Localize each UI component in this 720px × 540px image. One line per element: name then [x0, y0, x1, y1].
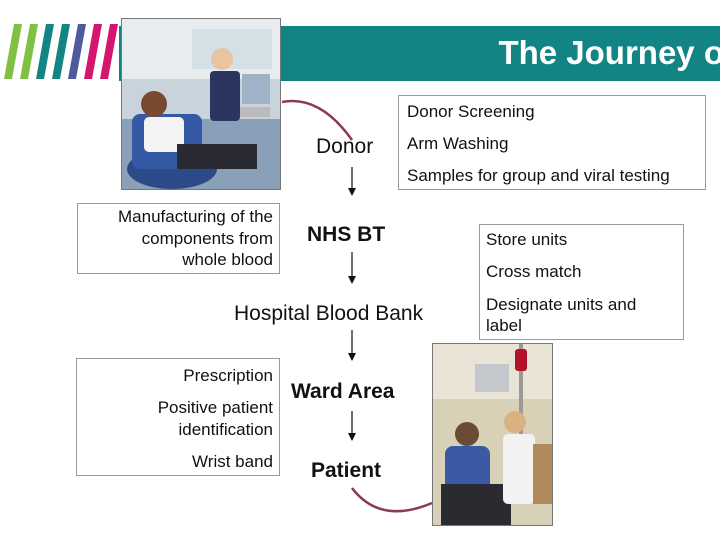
ward-steps-box — [76, 358, 280, 476]
slide-title: The Journey o — [498, 34, 720, 71]
step-positive-id-line-1: Positive patient — [157, 398, 273, 417]
step-positive-id-line-2: identification — [178, 420, 273, 439]
step-arm-washing: Arm Washing — [407, 134, 509, 153]
manufacturing-line-2: components from — [141, 229, 273, 248]
patient-photo-image — [433, 344, 552, 525]
node-nhs-bt: NHS BT — [307, 223, 386, 246]
manufacturing-box — [77, 203, 280, 274]
donor-steps-box — [398, 95, 706, 190]
step-samples-testing: Samples for group and viral testing — [407, 166, 670, 185]
step-designate-line-1: Designate units and — [486, 295, 637, 314]
step-designate-line-2: label — [486, 316, 522, 335]
bank-steps-box — [479, 224, 684, 340]
step-cross-match: Cross match — [486, 262, 582, 281]
step-wrist-band: Wrist band — [192, 452, 273, 471]
stripes-logo — [4, 24, 118, 79]
donor-photo-image — [122, 19, 280, 189]
manufacturing-line-3: whole blood — [182, 250, 273, 269]
node-donor: Donor — [316, 135, 374, 158]
curve-patient-photo — [351, 487, 433, 513]
manufacturing-line-1: Manufacturing of the — [118, 207, 273, 226]
step-donor-screening: Donor Screening — [407, 102, 535, 121]
node-ward-area: Ward Area — [291, 380, 395, 403]
step-store-units: Store units — [486, 230, 568, 249]
node-hospital-blood-bank: Hospital Blood Bank — [234, 302, 424, 325]
step-prescription: Prescription — [183, 366, 273, 385]
donor-photo — [121, 18, 281, 190]
patient-photo — [432, 343, 553, 526]
node-patient: Patient — [311, 459, 382, 482]
